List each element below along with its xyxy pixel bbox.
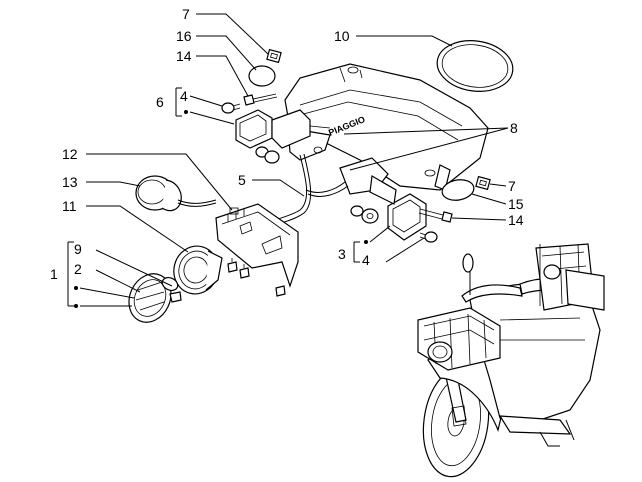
rivet-upper	[221, 102, 241, 114]
callout-4-lower: 4	[362, 252, 370, 268]
callout-5: 5	[238, 172, 246, 188]
clip-nut-lower	[475, 175, 491, 191]
callout-2: 2	[74, 261, 82, 277]
callout-7-lower: 7	[508, 178, 516, 194]
callout-3: 3	[338, 246, 346, 262]
callout-10: 10	[334, 28, 350, 44]
callout-9: 9	[74, 241, 82, 257]
headlight-assembly	[128, 245, 223, 323]
scooter-illustration	[417, 243, 605, 478]
callout-14-lower: 14	[508, 212, 524, 228]
callout-14-upper: 14	[176, 48, 192, 64]
callout-11: 11	[62, 198, 77, 214]
callout-13: 13	[62, 174, 78, 190]
right-indicator-assembly	[339, 157, 427, 241]
callout-15: 15	[508, 196, 524, 212]
callout-6: 6	[156, 94, 164, 110]
callout-7-upper: 7	[182, 6, 190, 22]
clip-nut-upper	[266, 48, 282, 64]
left-indicator-assembly	[235, 109, 331, 164]
leader-lines	[67, 13, 509, 307]
reflector-disc-right	[441, 179, 475, 201]
bracket-dots	[74, 110, 368, 308]
callout-16: 16	[176, 28, 192, 44]
headlight-bracket	[215, 203, 299, 288]
parking-light	[135, 175, 217, 212]
lamp-lens-ellipse	[436, 40, 514, 92]
screw-lower	[418, 208, 453, 223]
callout-12: 12	[62, 146, 78, 162]
callout-8: 8	[510, 120, 518, 136]
screw-upper	[243, 93, 278, 106]
callout-labels: 7 16 14 6 4 10 8 12 5 13 7 15 11 14 3 4 …	[50, 6, 524, 282]
rivet-lower	[419, 231, 438, 243]
callout-1: 1	[50, 266, 58, 282]
reflector-disc	[248, 65, 276, 87]
callout-4-upper: 4	[180, 88, 188, 104]
bracket-screws	[227, 258, 286, 297]
